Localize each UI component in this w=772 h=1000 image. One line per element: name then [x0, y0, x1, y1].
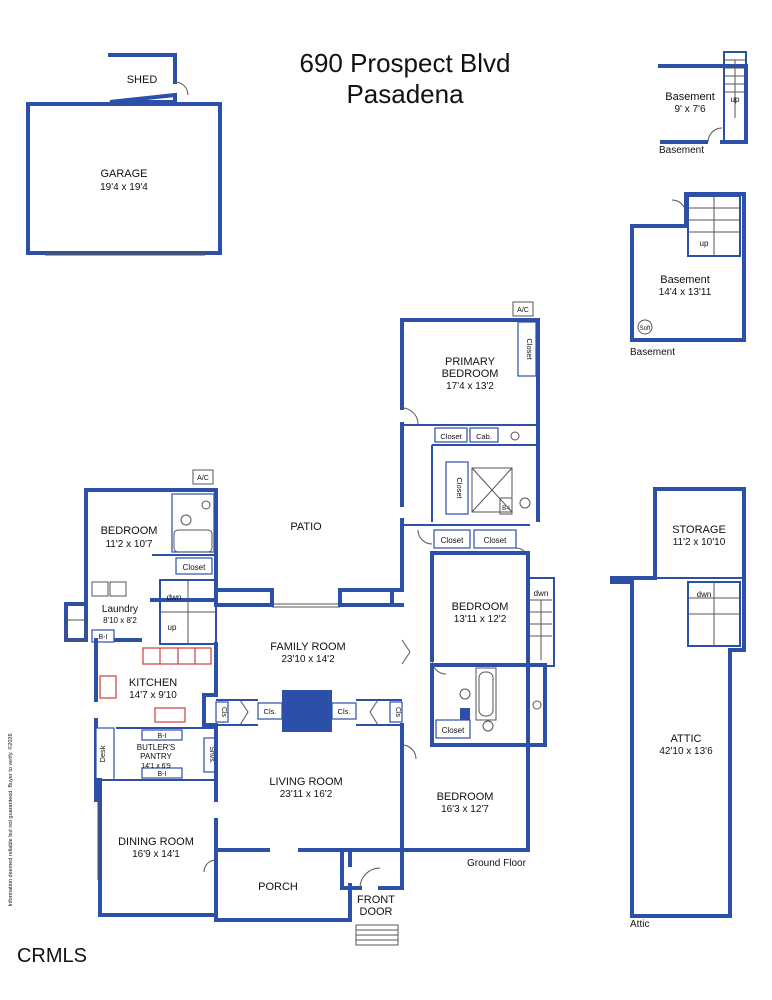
- cls-short-right: Cls: [394, 707, 401, 718]
- attic-label: ATTIC: [671, 733, 702, 745]
- pantry-dim: 14'1 x 6'9: [141, 763, 171, 770]
- kitchen-label: KITCHEN: [129, 677, 177, 689]
- bedroom-east-dim: 13'11 x 12'2: [454, 614, 507, 625]
- basement-large-group: up Soft Basement 14'4 x 13'11 Basement: [630, 192, 746, 358]
- attic-dim: 42'10 x 13'6: [659, 746, 713, 757]
- front-door-label-2: DOOR: [360, 906, 393, 918]
- living-room-label: LIVING ROOM: [269, 776, 342, 788]
- living-room-dim: 23'11 x 16'2: [280, 789, 333, 800]
- closet-label-nw: Closet: [183, 563, 206, 572]
- storage-dim: 11'2 x 10'10: [673, 537, 726, 548]
- family-room-dim: 23'10 x 14'2: [281, 654, 335, 665]
- bedroom-nw-dim: 11'2 x 10'7: [105, 539, 152, 550]
- closet-label-3: Closet: [484, 536, 507, 545]
- bedroom-nw-label: BEDROOM: [101, 525, 158, 537]
- porch-label: PORCH: [258, 881, 298, 893]
- bedroom-east-label: BEDROOM: [452, 601, 509, 613]
- basement-small-dim: 9' x 7'6: [674, 104, 705, 115]
- bedroom-se-label: BEDROOM: [437, 791, 494, 803]
- laundry-dim: 8'10 x 8'2: [103, 616, 137, 625]
- laundry-label: Laundry: [102, 604, 138, 615]
- east-stair-dwn: dwn: [534, 589, 549, 598]
- basement-large-label: Basement: [660, 274, 710, 286]
- primary-bedroom-label-2: BEDROOM: [442, 368, 499, 380]
- bedroom-se-dim: 16'3 x 12'7: [441, 804, 489, 815]
- attic-floor-label: Attic: [630, 919, 649, 930]
- pantry-label-1: BUTLER'S: [137, 743, 175, 752]
- garage-dim: 19'4 x 19'4: [100, 182, 148, 193]
- cls-short-left: Cls: [220, 707, 227, 718]
- ground-floor-group: A/C A/C Closet Cab. Closet PRIMARY BEDRO…: [64, 301, 555, 946]
- cls-label-left: Cls.: [264, 707, 277, 716]
- bi-pantry-top: B-I: [158, 733, 167, 740]
- basement-soft-label: Soft: [640, 326, 651, 332]
- kitchen-stair-dwn: dwn: [167, 593, 182, 602]
- basement-small-group: up Basement 9' x 7'6 Basement: [658, 51, 748, 156]
- garage-group: SHED GARAGE 19'4 x 19'4: [26, 53, 222, 256]
- family-room-label: FAMILY ROOM: [270, 641, 345, 653]
- bi-bath: B-I: [502, 506, 510, 512]
- closet-label-1: Closet: [440, 432, 462, 441]
- bi-pantry-bottom: B-I: [158, 771, 167, 778]
- closet-label-bath: Closet: [455, 477, 464, 499]
- dining-room-label: DINING ROOM: [118, 836, 194, 848]
- ac-label-primary: A/C: [517, 307, 529, 314]
- pantry-label-2: PANTRY: [140, 752, 172, 761]
- front-door-label-1: FRONT: [357, 894, 395, 906]
- dining-room-dim: 16'9 x 14'1: [132, 849, 180, 860]
- basement-floor-label: Basement: [659, 145, 704, 156]
- basement-small-label: Basement: [665, 91, 715, 103]
- cls-label-right: Cls.: [338, 707, 351, 716]
- shed-label: SHED: [127, 74, 158, 86]
- address-line-2: Pasadena: [346, 79, 464, 109]
- bi-laundry: B-I: [99, 634, 108, 641]
- garage-label: GARAGE: [100, 168, 147, 180]
- patio-label: PATIO: [290, 521, 322, 533]
- kitchen-stair-up: up: [168, 623, 177, 632]
- basement-large-dim: 14'4 x 13'11: [659, 287, 712, 298]
- storage-label: STORAGE: [672, 524, 726, 536]
- primary-bedroom-dim: 17'4 x 13'2: [446, 381, 494, 392]
- ac-label-nw: A/C: [197, 475, 209, 482]
- basement-small-up: up: [731, 95, 740, 104]
- ground-floor-label: Ground Floor: [467, 858, 527, 869]
- kitchen-dim: 14'7 x 9'10: [129, 690, 177, 701]
- closet-label-4: Closet: [442, 726, 465, 735]
- primary-bedroom-label-1: PRIMARY: [445, 356, 496, 368]
- basement-large-up: up: [700, 239, 709, 248]
- cab-label: Cab.: [476, 432, 492, 441]
- attic-dwn: dwn: [697, 590, 712, 599]
- closet-label-primary: Closet: [525, 338, 534, 360]
- crmls-logo: CRMLS: [17, 945, 87, 967]
- attic-group: dwn STORAGE 11'2 x 10'10 ATTIC 42'10 x 1…: [610, 487, 746, 930]
- desk-label: Desk: [98, 745, 107, 762]
- address-line-1: 690 Prospect Blvd: [299, 48, 510, 78]
- closet-label-2: Closet: [441, 536, 464, 545]
- disclaimer: Information deemed reliable but not guar…: [7, 733, 14, 906]
- basement2-floor-label: Basement: [630, 347, 675, 358]
- shvs-label: Shvs.: [208, 746, 215, 764]
